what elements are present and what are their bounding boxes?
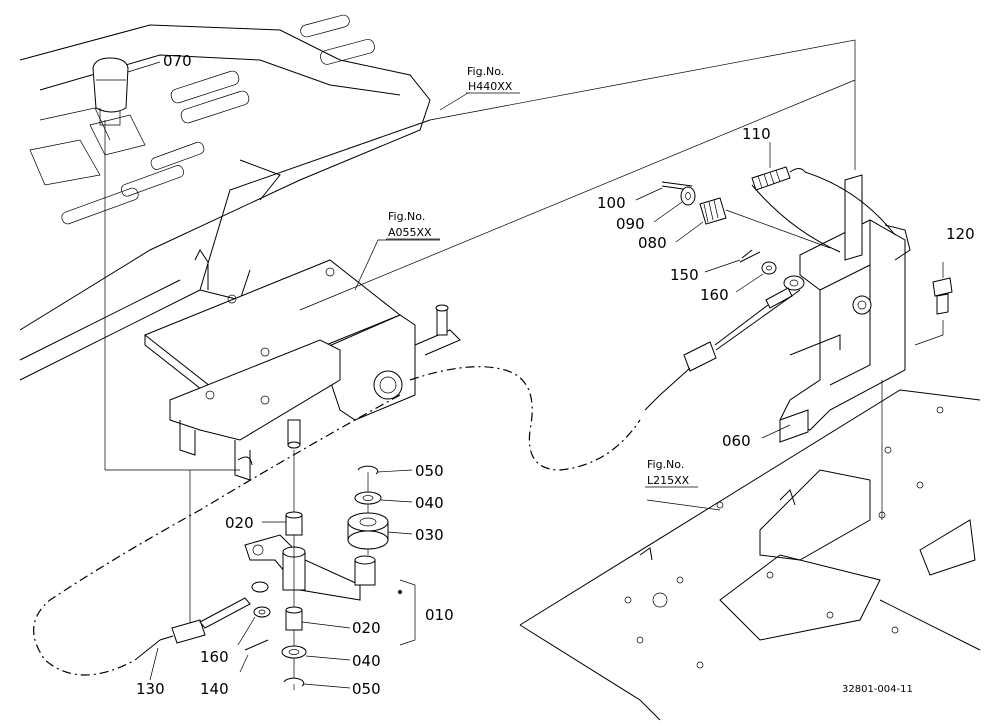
part-number-150: 150 bbox=[670, 266, 699, 284]
part-number-110: 110 bbox=[742, 125, 771, 143]
snap-ring-050-upper bbox=[357, 465, 379, 475]
part-number-050-upper: 050 bbox=[415, 462, 444, 480]
bracket-plate-assembly bbox=[144, 249, 461, 481]
part-number-010: 010 bbox=[425, 606, 454, 624]
clevis-160-lower bbox=[251, 581, 271, 618]
svg-text:L215XX: L215XX bbox=[647, 474, 690, 487]
part-number-090: 090 bbox=[616, 215, 645, 233]
svg-text:Fig.No.: Fig.No. bbox=[647, 458, 684, 471]
shift-knob-070 bbox=[92, 57, 129, 126]
part-number-030: 030 bbox=[415, 526, 444, 544]
washer-040-lower bbox=[281, 645, 307, 659]
svg-text:H440XX: H440XX bbox=[468, 80, 513, 93]
part-number-140: 140 bbox=[200, 680, 229, 698]
fig-ref-a055xx: Fig.No. A055XX bbox=[386, 210, 440, 240]
part-number-100: 100 bbox=[597, 194, 626, 212]
cable-routing-upper bbox=[409, 366, 641, 471]
svg-text:Fig.No.: Fig.No. bbox=[467, 65, 504, 78]
part-number-020-lower: 020 bbox=[352, 619, 381, 637]
part-number-040-upper: 040 bbox=[415, 494, 444, 512]
svg-text:Fig.No.: Fig.No. bbox=[388, 210, 425, 223]
part-number-060: 060 bbox=[722, 432, 751, 450]
svg-text:A055XX: A055XX bbox=[388, 226, 432, 239]
part-number-040-lower: 040 bbox=[352, 652, 381, 670]
assembly-bracket-010 bbox=[399, 579, 416, 646]
bushing-020-upper bbox=[285, 511, 303, 536]
cable-routing-lower bbox=[33, 394, 401, 676]
snap-ring-050-lower bbox=[283, 677, 305, 687]
cable-end-upper bbox=[644, 275, 805, 411]
washer-040-upper bbox=[354, 491, 382, 505]
control-bracket-060 bbox=[779, 174, 911, 443]
clip-150 bbox=[739, 249, 761, 263]
washer-160-upper bbox=[761, 261, 777, 275]
part-number-080: 080 bbox=[638, 234, 667, 252]
part-number-020-upper: 020 bbox=[225, 514, 254, 532]
part-number-160-lower: 160 bbox=[200, 648, 229, 666]
lever-assembly-010 bbox=[244, 534, 376, 601]
spring-110 bbox=[751, 166, 896, 253]
washer-090 bbox=[680, 186, 696, 206]
part-number-130: 130 bbox=[136, 680, 165, 698]
part-number-050-lower: 050 bbox=[352, 680, 381, 698]
cotter-pin-140 bbox=[244, 639, 269, 651]
part-number-070: 070 bbox=[163, 52, 192, 70]
fig-ref-l215xx: Fig.No. L215XX bbox=[645, 458, 698, 488]
bushing-020-lower bbox=[285, 606, 303, 631]
cable-end-130 bbox=[134, 597, 251, 661]
spring-080 bbox=[699, 197, 727, 225]
bearing-030 bbox=[347, 512, 389, 550]
document-id: 32801-004-11 bbox=[842, 684, 913, 695]
fig-h440-leader bbox=[429, 39, 856, 170]
bolt-120 bbox=[932, 277, 953, 315]
floor-panel bbox=[519, 389, 981, 721]
part-number-120: 120 bbox=[946, 225, 975, 243]
fig-ref-h440xx: Fig.No. H440XX bbox=[466, 65, 520, 94]
part-number-160-upper: 160 bbox=[700, 286, 729, 304]
